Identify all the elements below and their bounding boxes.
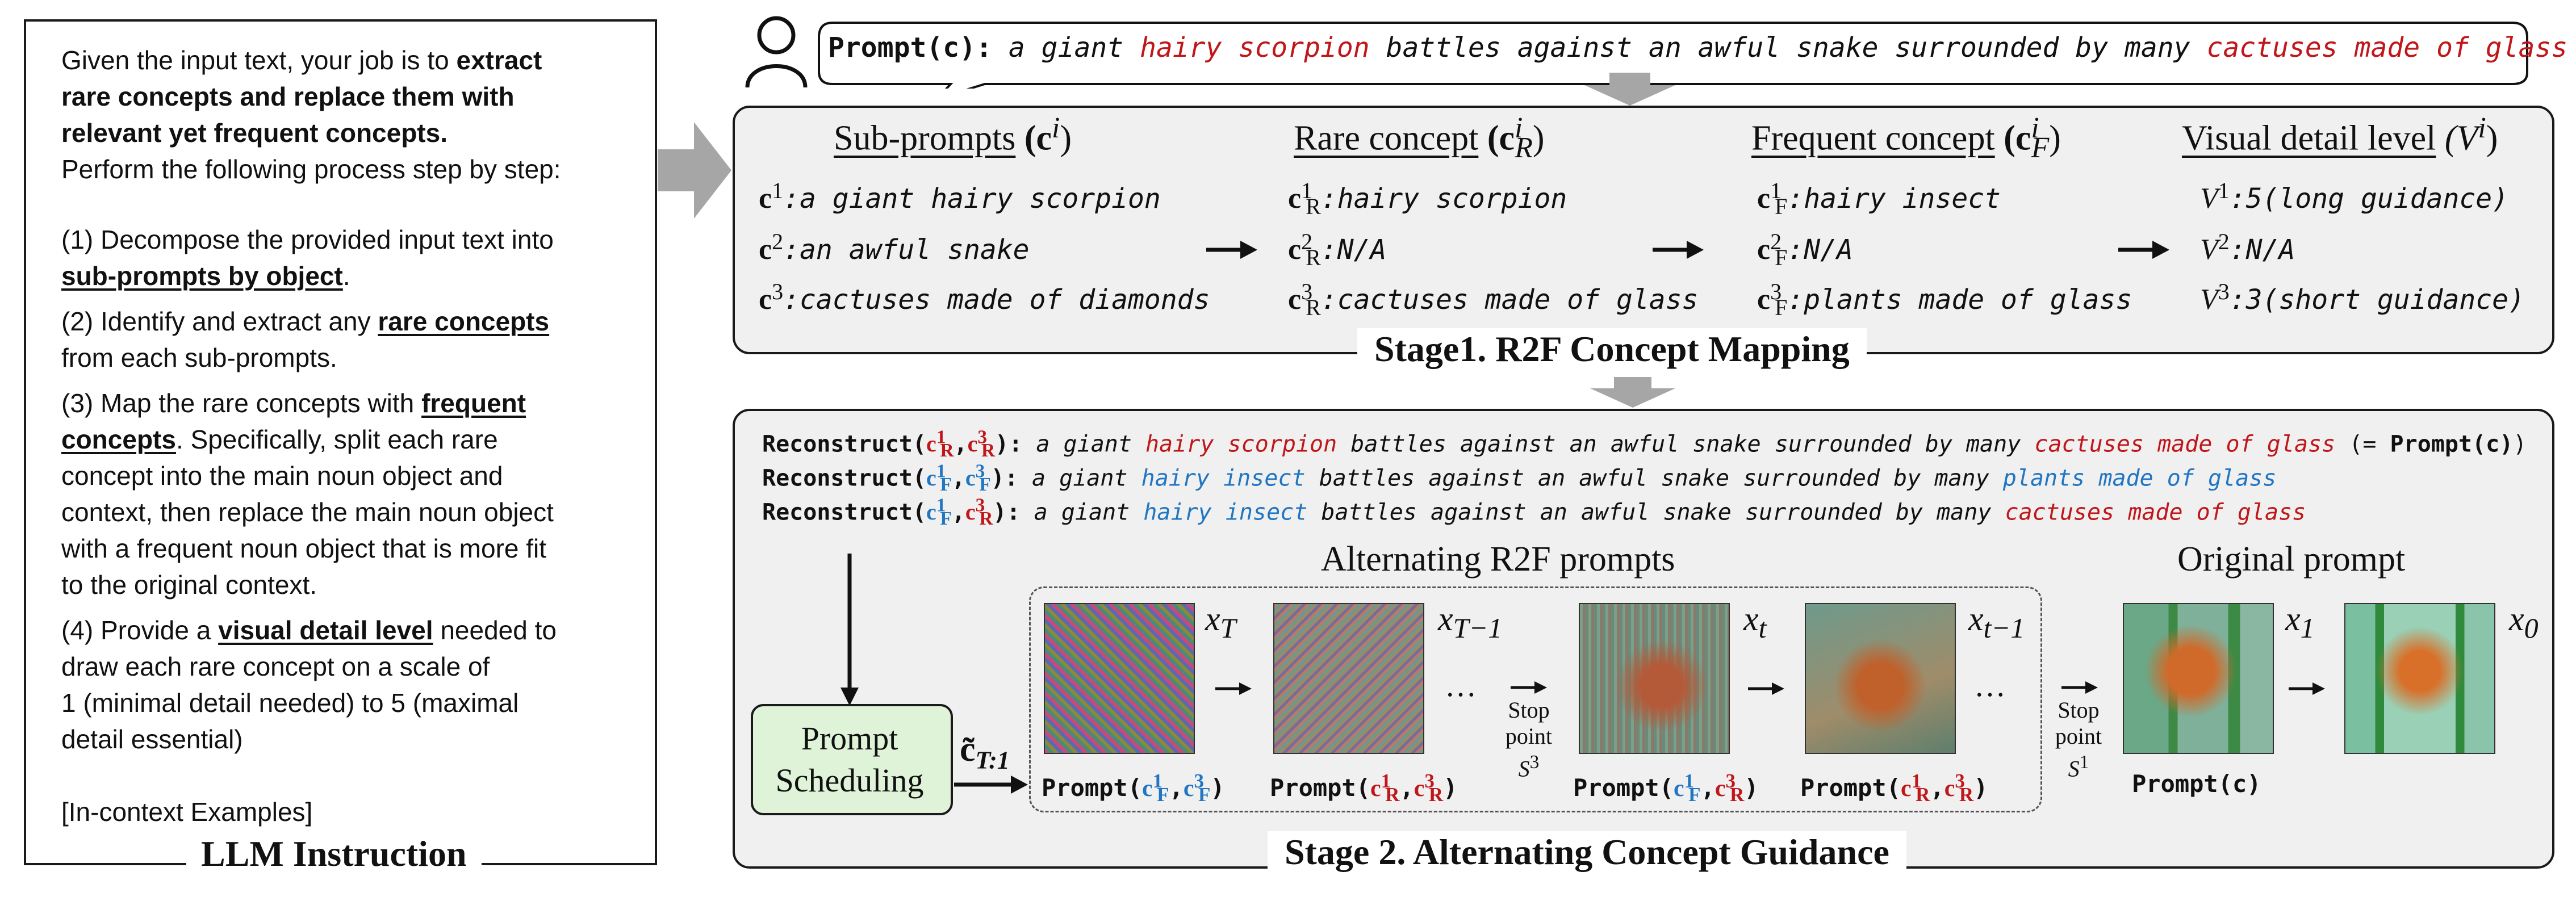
ellipsis: …	[1445, 668, 1477, 703]
x-label: x0	[2509, 600, 2539, 644]
x-label: x1	[2285, 600, 2315, 644]
x-label: xT	[1205, 600, 1236, 644]
arrow-right-icon	[1653, 241, 1704, 259]
rare-concept-3: c3R:cactuses made of glass	[1288, 279, 1699, 320]
sub-prompt-1: c1:a giant hairy scorpion	[759, 178, 1161, 215]
instruction-step-1: sub-prompts by object.	[61, 261, 350, 291]
down-arrow-icon	[1590, 377, 1675, 408]
instruction-step-3: (3) Map the rare concepts with frequent	[61, 388, 526, 418]
arrow-right-icon	[2289, 682, 2325, 695]
stage1-panel	[733, 106, 2554, 354]
denoised-image-xt-1	[1805, 603, 1956, 754]
reconstruct-line-3: Reconstruct(c1F,c3R): a giant hairy inse…	[762, 495, 2306, 530]
alternating-prompts-group	[1029, 586, 2042, 812]
arrow-right-icon	[1215, 682, 1252, 695]
sub-prompt-3: c3:cactuses made of diamonds	[759, 279, 1210, 316]
frequent-concept-2: c2F:N/A	[1757, 229, 1853, 270]
big-grey-arrow-icon	[658, 122, 731, 219]
user-icon	[745, 16, 808, 88]
detail-level-1: V1:5(long guidance)	[2200, 178, 2509, 215]
instruction-step-3: context, then replace the main noun obje…	[61, 497, 554, 527]
arrow-right-icon	[2118, 241, 2169, 259]
instruction-line: relevant yet frequent concepts.	[61, 118, 448, 148]
arrow-down-icon	[840, 554, 859, 706]
detail-level-2: V2:N/A	[2200, 229, 2295, 266]
instruction-step-3: to the original context.	[61, 570, 317, 600]
scheduled-prompt-label: c̃T:1	[960, 730, 1010, 774]
x-label: xt−1	[1968, 600, 2025, 644]
instruction-step-2: from each sub-prompts.	[61, 343, 337, 372]
instruction-step-4: detail essential)	[61, 724, 243, 754]
column-header-frequent-concept: Frequent concept (ciF)	[1751, 112, 2061, 165]
rare-concept-2: c2R:N/A	[1288, 229, 1387, 270]
final-image-x0	[2344, 603, 2495, 754]
instruction-step-3: concept into the main noun object and	[61, 461, 503, 491]
reconstruct-line-2: Reconstruct(c1F,c3F): a giant hairy inse…	[762, 461, 2277, 496]
input-prompt: Prompt(c): a giant hairy scorpion battle…	[828, 32, 2568, 64]
ellipsis: …	[1974, 668, 2006, 703]
noise-image-xT	[1044, 603, 1195, 754]
instruction-line: rare concepts and replace them with	[61, 82, 515, 111]
caption-prompt-c: Prompt(c)	[2132, 770, 2261, 798]
instruction-step-3: with a frequent noun object that is more…	[61, 534, 547, 563]
column-header-sub-prompts: Sub-prompts (ci)	[834, 112, 1072, 158]
instruction-step-4: draw each rare concept on a scale of	[61, 652, 490, 681]
stage1-title: Stage1. R2F Concept Mapping	[1357, 328, 1867, 370]
instruction-step-4: (4) Provide a visual detail level needed…	[61, 615, 557, 645]
in-context-examples: [In-context Examples]	[61, 797, 313, 827]
noisy-image-xT-1	[1273, 603, 1424, 754]
reconstruct-line-1: Reconstruct(c1R,c3R): a giant hairy scor…	[762, 427, 2527, 462]
arrow-right-icon	[2061, 681, 2098, 694]
down-arrow-icon	[1584, 73, 1675, 106]
arrow-right-icon	[954, 776, 1028, 794]
x-label: xT−1	[1438, 600, 1503, 644]
column-header-visual-detail: Visual detail level (Vi)	[2182, 112, 2498, 158]
caption-prompt-r1-r3: Prompt(c1R,c3R)	[1800, 770, 1988, 806]
alternating-prompts-title: Alternating R2F prompts	[1321, 540, 1675, 579]
image-x1	[2123, 603, 2274, 754]
x-label: xt	[1743, 600, 1767, 644]
caption-prompt-r1-r3: Prompt(c1R,c3R)	[1270, 770, 1458, 806]
instruction-step-2: (2) Identify and extract any rare concep…	[61, 307, 550, 336]
instruction-line: Given the input text, your job is to ext…	[61, 45, 542, 75]
instruction-step-3: concepts. Specifically, split each rare	[61, 425, 498, 454]
arrow-right-icon	[1748, 682, 1784, 695]
stage2-title: Stage 2. Alternating Concept Guidance	[1268, 831, 1906, 873]
partially-denoised-image-xt	[1579, 603, 1730, 754]
rare-concept-1: c1R:hairy scorpion	[1288, 178, 1567, 219]
original-prompt-title: Original prompt	[2177, 540, 2406, 579]
arrow-right-icon	[1206, 241, 1257, 259]
detail-level-3: V3:3(short guidance)	[2200, 279, 2525, 316]
instruction-step-1: (1) Decompose the provided input text in…	[61, 225, 554, 254]
column-header-rare-concept: Rare concept (ciR)	[1294, 112, 1545, 165]
instruction-line: Perform the following process step by st…	[61, 154, 561, 184]
sub-prompt-2: c2:an awful snake	[759, 229, 1030, 266]
prompt-speech-bubble	[818, 22, 2528, 89]
frequent-concept-3: c3F:plants made of glass	[1757, 279, 2132, 320]
instruction-step-4: 1 (minimal detail needed) to 5 (maximal	[61, 688, 519, 718]
caption-prompt-f1-f3: Prompt(c1F,c3F)	[1042, 770, 1225, 806]
arrow-right-icon	[1511, 681, 1547, 694]
frequent-concept-1: c1F:hairy insect	[1757, 178, 2001, 219]
caption-prompt-f1-r3: Prompt(c1F,c3R)	[1573, 770, 1759, 806]
llm-instruction-title: LLM Instruction	[186, 833, 482, 875]
